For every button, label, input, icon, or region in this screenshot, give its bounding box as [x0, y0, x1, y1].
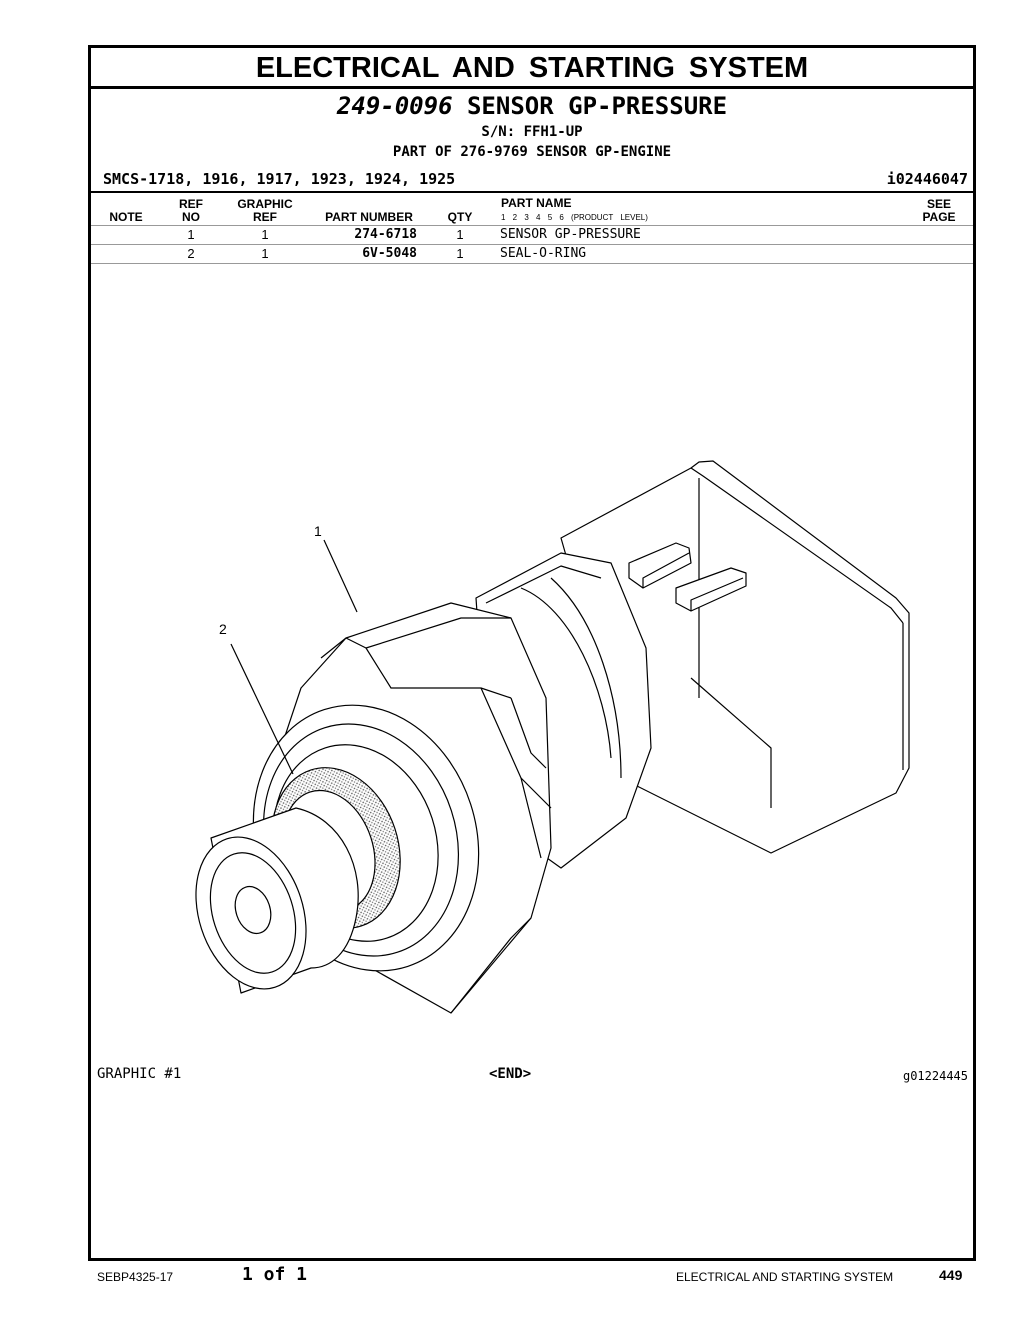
- graphic-ref: 1: [261, 227, 269, 242]
- row-rule: [91, 244, 973, 245]
- section-title: ELECTRICAL AND STARTING SYSTEM: [91, 48, 973, 89]
- row-rule: [91, 263, 973, 264]
- smcs-codes: SMCS-1718, 1916, 1917, 1923, 1924, 1925: [103, 170, 456, 188]
- graphic-label: GRAPHIC #1: [97, 1066, 182, 1082]
- part-number: 6V-5048: [362, 246, 417, 261]
- end-marker: <END>: [489, 1066, 532, 1082]
- serial-range: S/N: FFH1-UP: [481, 124, 583, 140]
- group-heading: 249-0096 SENSOR GP-PRESSURE: [91, 92, 973, 120]
- part-number: 274-6718: [354, 227, 417, 242]
- header-rule: [91, 191, 973, 193]
- group-part-number: 249-0096: [336, 92, 453, 120]
- col-see-top: SEE: [926, 197, 951, 211]
- col-note: NOTE: [109, 210, 143, 224]
- col-ref-bottom: NO: [182, 210, 200, 224]
- col-ref-top: REF: [179, 197, 203, 211]
- col-graphic-bottom: REF: [253, 210, 277, 224]
- footer-page-number: 449: [939, 1267, 963, 1283]
- table-header-rule: [91, 225, 973, 226]
- part-name: SEAL-O-RING: [500, 246, 587, 261]
- col-part-number: PART NUMBER: [325, 210, 413, 224]
- callout-2: 2: [219, 621, 227, 637]
- col-graphic-top: GRAPHIC: [237, 197, 293, 211]
- callout-1: 1: [314, 523, 322, 539]
- footer-section: ELECTRICAL AND STARTING SYSTEM: [676, 1270, 894, 1284]
- pressure-sensor-drawing: [195, 460, 910, 1014]
- product-levels: 1 2 3 4 5 6 (PRODUCT LEVEL): [501, 213, 648, 222]
- graphic-ref: 1: [261, 246, 269, 261]
- footer-page-of: 1 of 1: [242, 1264, 308, 1285]
- qty: 1: [456, 227, 464, 242]
- part-of-note: PART OF 276-9769 SENSOR GP-ENGINE: [392, 144, 672, 160]
- callout-leader-1: [323, 539, 358, 613]
- footer-doc-number: SEBP4325-17: [97, 1270, 174, 1284]
- qty: 1: [456, 246, 464, 261]
- col-part-name: PART NAME: [501, 196, 572, 210]
- col-see-bottom: PAGE: [922, 210, 956, 224]
- ref-no: 2: [187, 246, 195, 261]
- graphic-id: g01224445: [902, 1069, 968, 1083]
- group-name: SENSOR GP-PRESSURE: [466, 92, 728, 120]
- part-name: SENSOR GP-PRESSURE: [500, 227, 641, 242]
- pressure-port: [234, 885, 272, 935]
- page-frame: ELECTRICAL AND STARTING SYSTEM 249-0096 …: [88, 45, 976, 1261]
- ref-no: 1: [187, 227, 195, 242]
- connector-latch: [675, 567, 747, 612]
- doc-id: i02446047: [886, 170, 968, 188]
- col-qty: QTY: [447, 210, 473, 224]
- callout-leader-2: [230, 643, 294, 775]
